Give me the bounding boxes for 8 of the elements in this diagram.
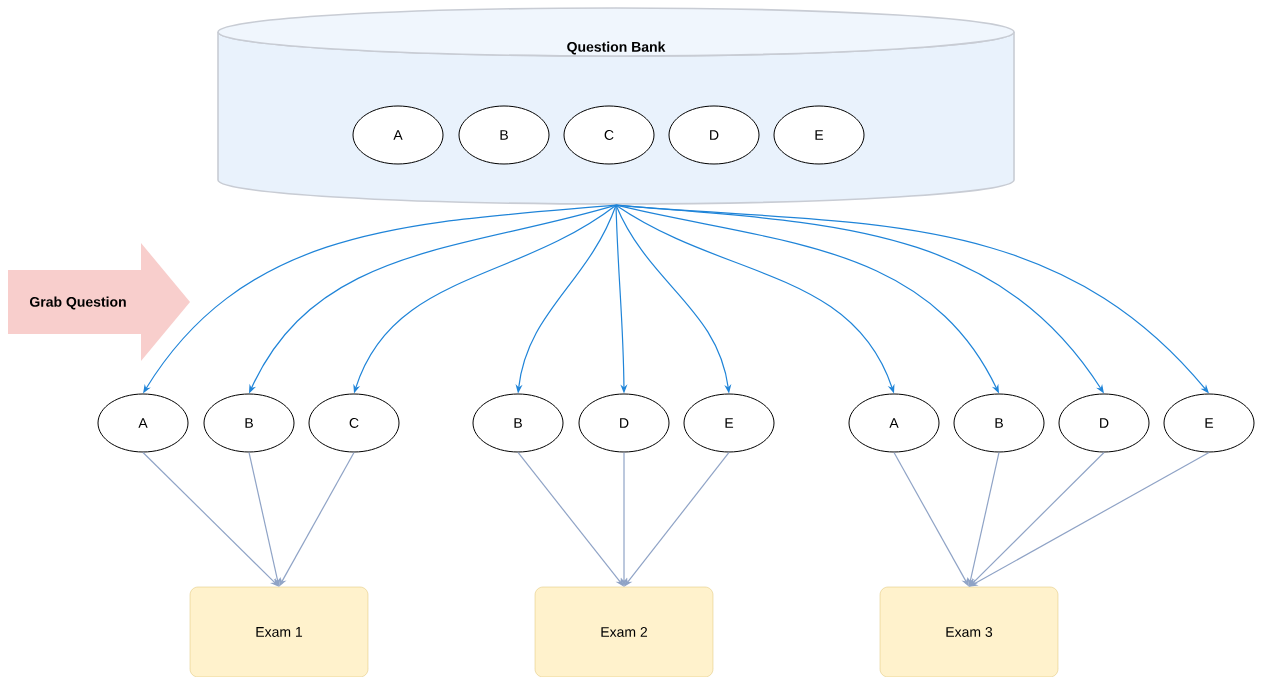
arrow xyxy=(142,451,279,587)
arrow xyxy=(969,451,1105,587)
arrow xyxy=(517,451,624,587)
exam-box: Exam 1 xyxy=(189,586,369,677)
exam-box: Exam 2 xyxy=(534,586,714,677)
arrow xyxy=(624,451,730,587)
arrow xyxy=(969,451,1210,587)
exam-box: Exam 3 xyxy=(879,586,1059,677)
